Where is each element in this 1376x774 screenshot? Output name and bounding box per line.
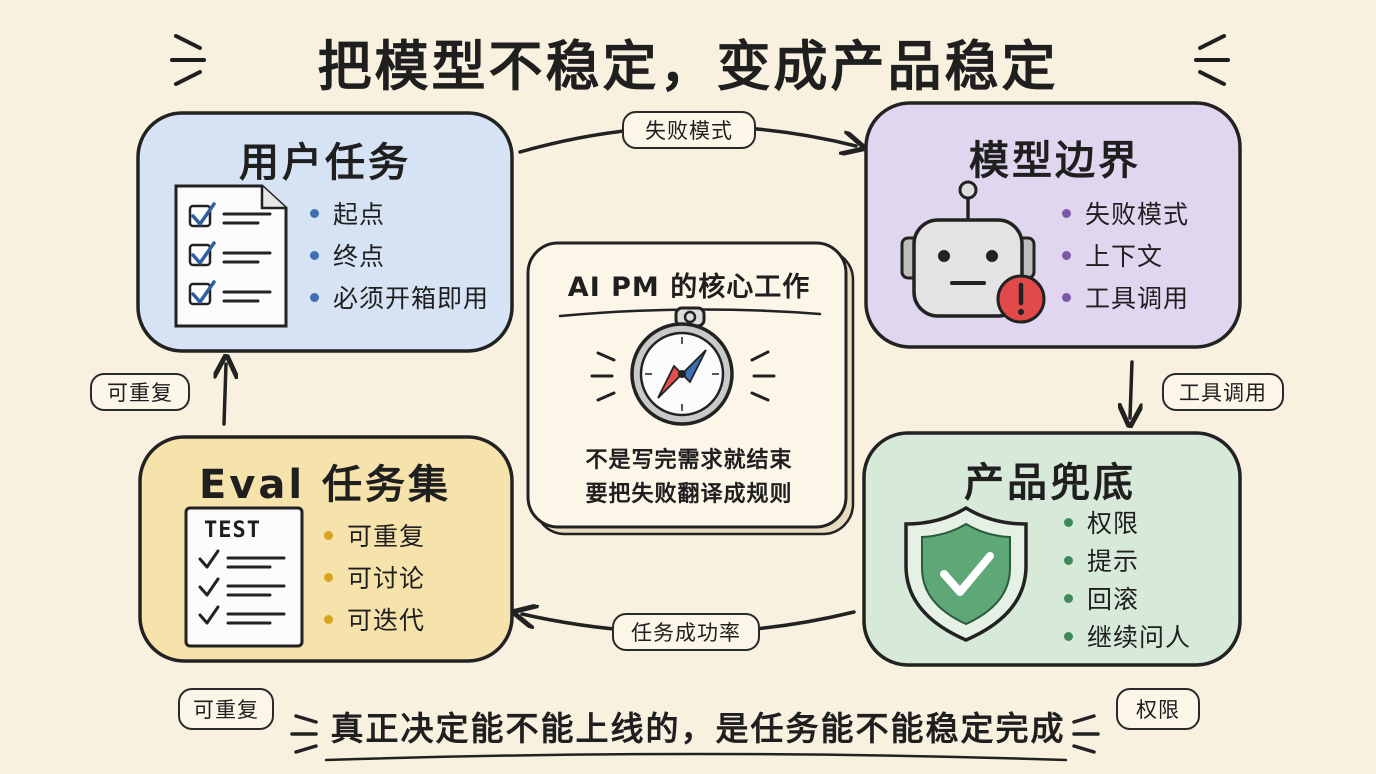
bullet-dot — [1062, 292, 1071, 302]
test-sheet-label: TEST — [204, 518, 261, 543]
bullet-dot — [324, 530, 333, 540]
model-boundary-title: 模型边界 — [969, 138, 1141, 184]
list-item: 终点 — [310, 234, 489, 276]
list-item: 权限 — [1064, 503, 1191, 541]
list-item: 工具调用 — [1062, 276, 1189, 318]
compass-icon — [590, 306, 776, 426]
page-title: 把模型不稳定，变成产品稳定 — [317, 35, 1059, 98]
bullet-dot — [310, 292, 319, 302]
title-sparkles — [170, 34, 1230, 86]
list-item: 可重复 — [324, 514, 425, 556]
arrow-right — [1130, 360, 1132, 418]
list-item: 继续问人 — [1064, 617, 1191, 655]
bottom-conclusion: 真正决定能不能上线的，是任务能不能稳定完成 — [330, 709, 1066, 748]
product-fallback-list: 权限 提示 回滚 继续问人 — [1064, 503, 1191, 655]
robot-icon — [900, 180, 1036, 318]
corner-tag-bottom-right: 权限 — [1116, 688, 1200, 730]
arrow-label-top: 失败模式 — [622, 111, 756, 149]
list-item: 必须开箱即用 — [310, 276, 489, 318]
bullet-dot — [1064, 593, 1073, 603]
list-item: 上下文 — [1062, 234, 1189, 276]
eval-set-title: Eval 任务集 — [198, 462, 452, 508]
list-item: 失败模式 — [1062, 192, 1189, 234]
bullet-dot — [310, 250, 319, 260]
bullet-dot — [1062, 208, 1071, 218]
bullet-dot — [1064, 555, 1073, 565]
bullet-dot — [1064, 631, 1073, 641]
product-fallback-title: 产品兜底 — [964, 460, 1136, 506]
arrow-label-left: 可重复 — [90, 373, 190, 411]
list-item: 回滚 — [1064, 579, 1191, 617]
list-item: 提示 — [1064, 541, 1191, 579]
bullet-dot — [310, 208, 319, 218]
bullet-dot — [1064, 517, 1073, 527]
bottom-sparkles — [290, 714, 1100, 762]
bullet-dot — [324, 572, 333, 582]
shield-check-icon — [904, 505, 1028, 642]
user-task-list: 起点 终点 必须开箱即用 — [310, 192, 489, 318]
test-sheet-icon — [184, 506, 304, 648]
model-boundary-list: 失败模式 上下文 工具调用 — [1062, 192, 1189, 318]
center-card-line-2: 要把失败翻译成规则 — [585, 482, 793, 507]
list-item: 可讨论 — [324, 556, 425, 598]
list-item: 起点 — [310, 192, 489, 234]
center-card-line-1: 不是写完需求就结束 — [585, 448, 793, 473]
arrow-label-bottom: 任务成功率 — [612, 613, 760, 651]
corner-tag-bottom-left: 可重复 — [178, 688, 274, 730]
bullet-dot — [324, 614, 333, 624]
user-task-title: 用户任务 — [239, 140, 411, 186]
arrow-label-right: 工具调用 — [1162, 373, 1284, 411]
list-item: 可迭代 — [324, 598, 425, 640]
center-card-title: AI PM 的核心工作 — [567, 272, 811, 303]
alert-icon — [996, 274, 1046, 324]
arrow-left — [224, 364, 226, 426]
checklist-icon — [174, 184, 288, 328]
bullet-dot — [1062, 250, 1071, 260]
eval-set-list: 可重复 可讨论 可迭代 — [324, 514, 425, 640]
